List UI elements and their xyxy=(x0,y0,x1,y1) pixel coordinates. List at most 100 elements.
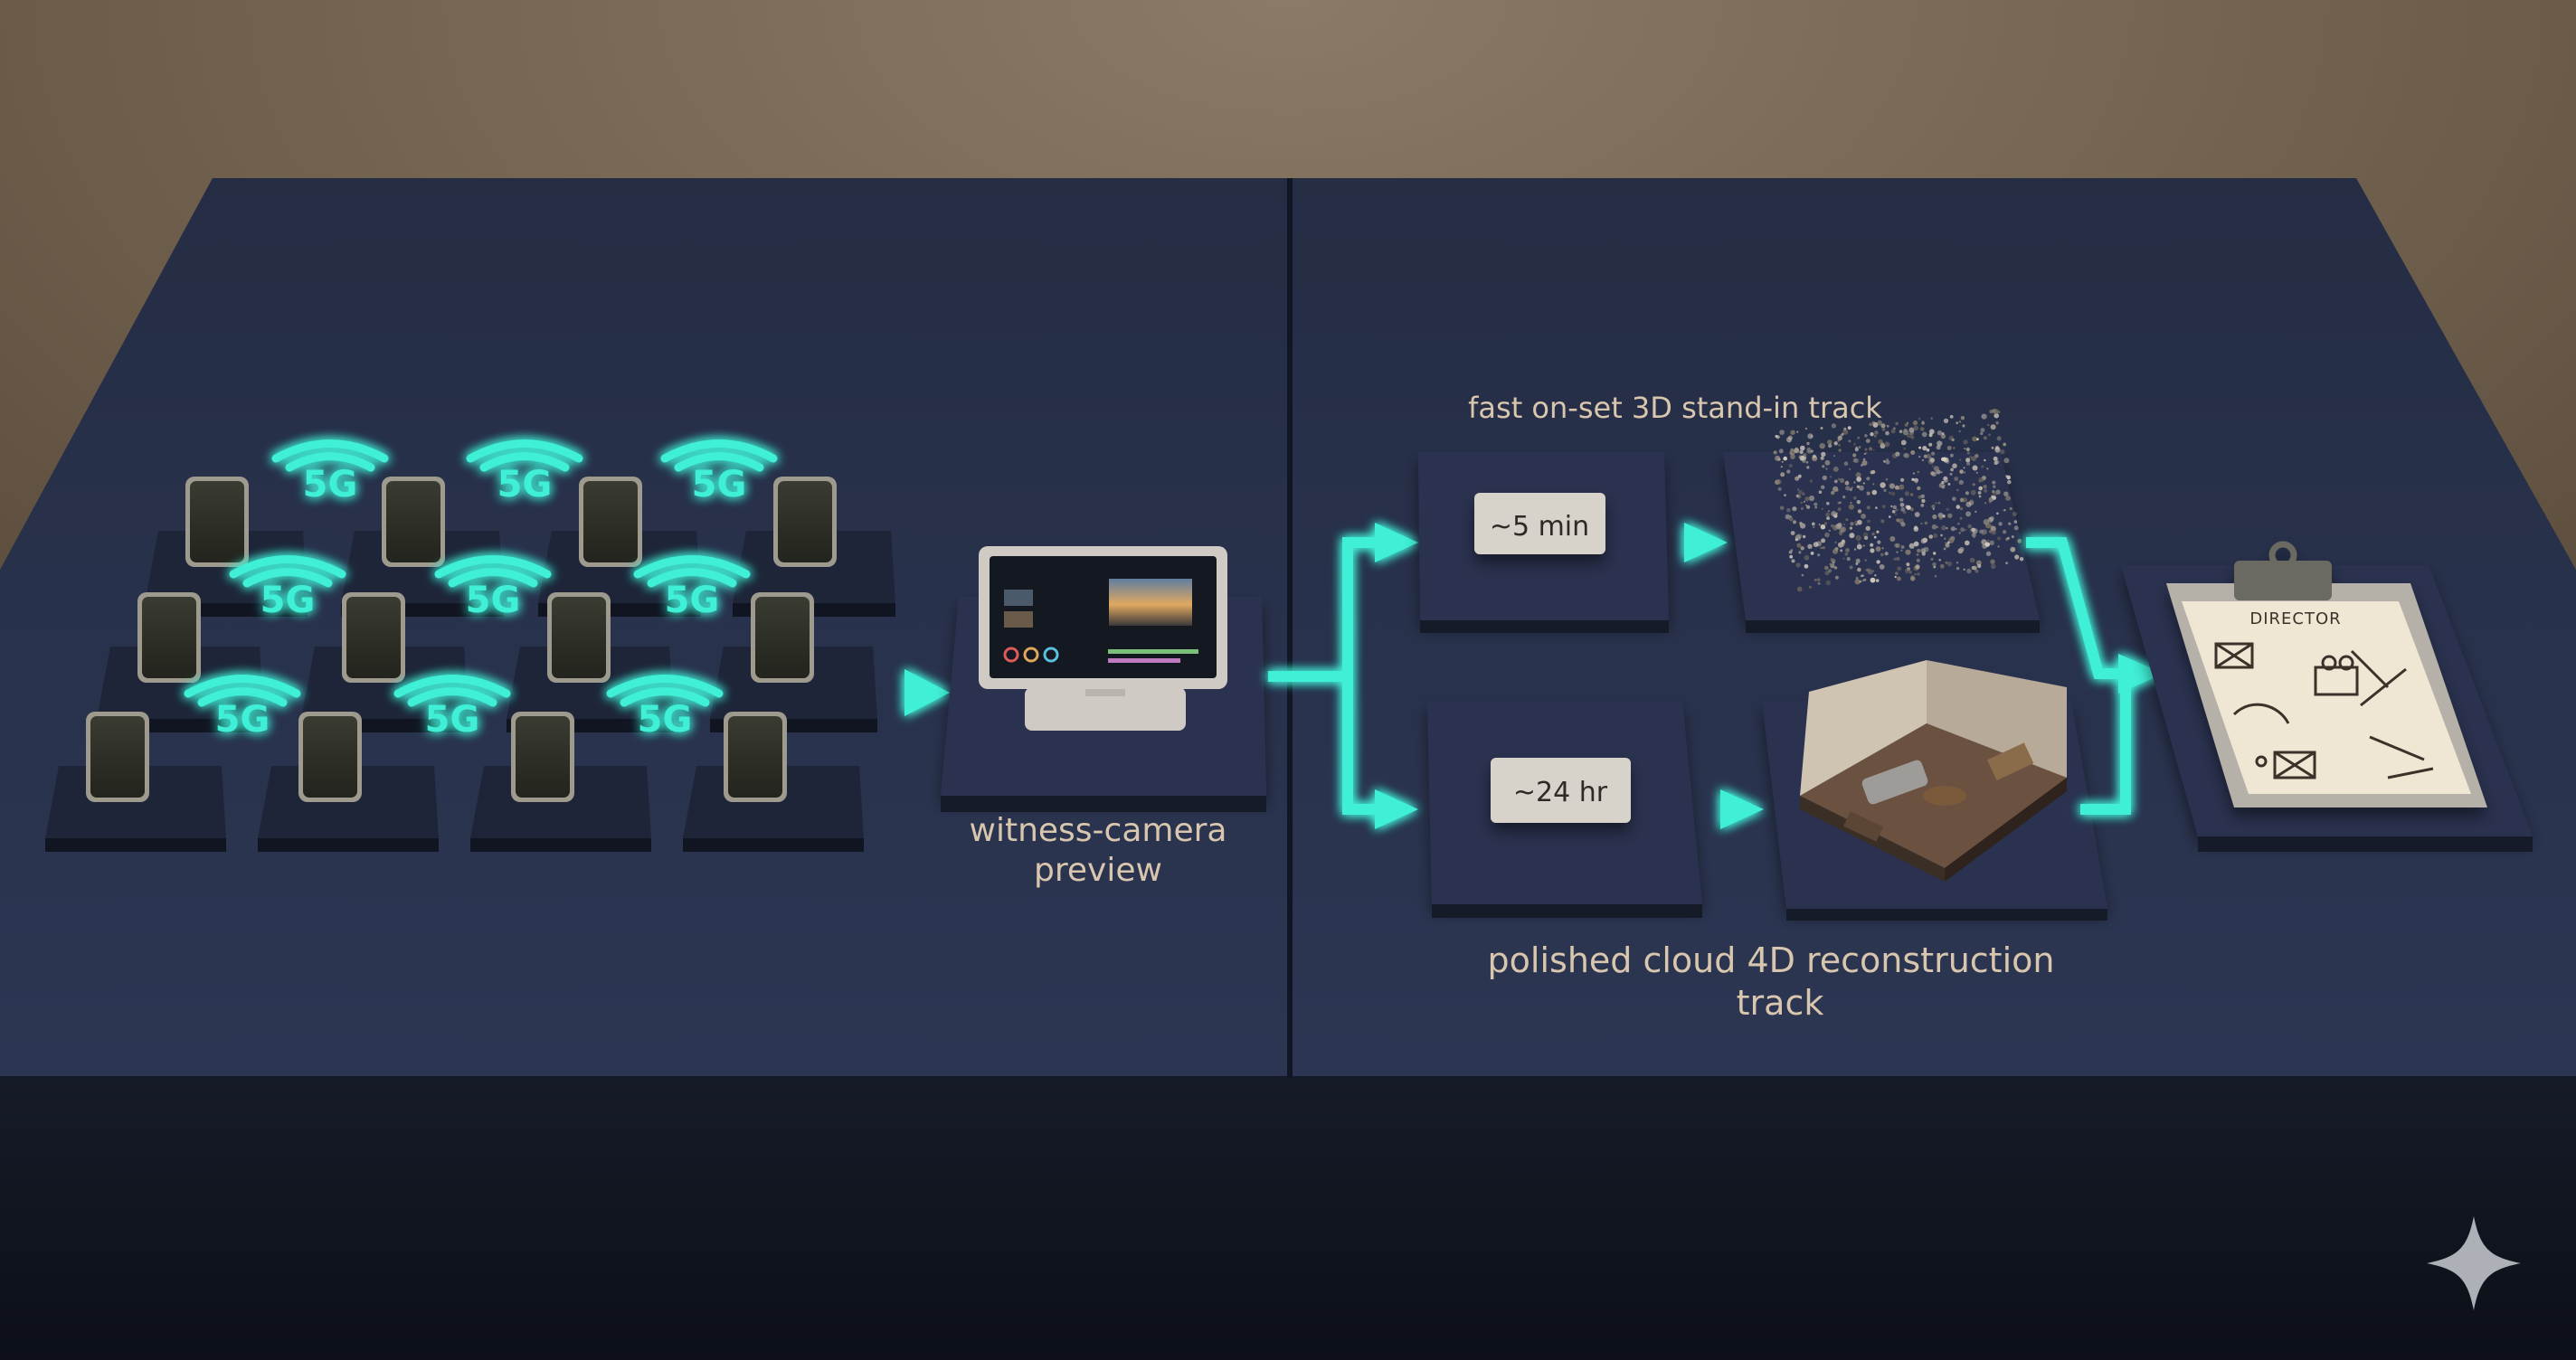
merge-upper xyxy=(2026,537,2126,679)
monitor-stand-base xyxy=(1025,687,1186,731)
point xyxy=(1851,486,1853,489)
point xyxy=(1834,575,1839,580)
point xyxy=(1959,516,1963,520)
point xyxy=(2008,522,2012,525)
point xyxy=(1831,490,1835,496)
point xyxy=(1798,550,1801,552)
point xyxy=(1866,491,1870,496)
point xyxy=(1789,554,1794,559)
signal-arc xyxy=(271,439,389,463)
point xyxy=(1788,550,1793,554)
point xyxy=(1923,546,1929,552)
phone-screen xyxy=(778,481,832,562)
point xyxy=(1918,455,1921,458)
point xyxy=(1821,507,1823,511)
point xyxy=(1854,448,1859,452)
cloud-time-badge-label: ~24 hr xyxy=(1513,777,1608,808)
point xyxy=(1950,468,1955,472)
point xyxy=(1863,452,1867,456)
point xyxy=(1910,450,1916,455)
point xyxy=(1831,511,1837,517)
point xyxy=(1991,563,1996,569)
5g-signal-icon: 5G xyxy=(393,675,511,741)
point xyxy=(1975,569,1979,573)
point xyxy=(1833,441,1838,446)
signal-arc xyxy=(660,439,778,463)
point xyxy=(1928,429,1935,435)
point xyxy=(1810,435,1814,438)
point xyxy=(1823,546,1826,550)
signal-arc xyxy=(285,452,375,472)
point xyxy=(1832,562,1835,564)
point xyxy=(1825,468,1828,470)
point xyxy=(1912,420,1918,426)
5g-label: 5G xyxy=(215,699,270,741)
point xyxy=(1944,479,1947,483)
point xyxy=(1863,578,1867,581)
point xyxy=(1796,543,1802,548)
room-reconstruction-model xyxy=(1800,660,2067,882)
5g-signal-icon: 5G xyxy=(633,555,751,621)
point xyxy=(1984,542,1990,547)
point xyxy=(1819,443,1825,449)
point xyxy=(1947,513,1953,518)
point xyxy=(1963,568,1965,571)
point xyxy=(1833,566,1838,570)
point xyxy=(1966,451,1970,455)
point xyxy=(1886,424,1889,428)
point xyxy=(1866,477,1870,481)
point xyxy=(1842,539,1845,543)
point xyxy=(1971,527,1975,533)
point xyxy=(1872,483,1875,486)
point xyxy=(1800,546,1804,551)
branch-connector xyxy=(1268,523,1418,829)
point xyxy=(1900,522,1906,527)
point xyxy=(1854,579,1861,585)
point xyxy=(1921,498,1926,504)
point xyxy=(1958,420,1962,423)
point xyxy=(1778,449,1784,454)
point xyxy=(1784,494,1786,496)
point xyxy=(1917,470,1920,474)
point xyxy=(1916,558,1920,562)
point xyxy=(1987,516,1994,523)
point xyxy=(1931,451,1936,456)
point xyxy=(1849,565,1853,570)
5g-signal-icon: 5G xyxy=(434,555,552,621)
point xyxy=(1971,533,1976,538)
point xyxy=(1982,532,1984,535)
phone-screen xyxy=(90,716,145,798)
point xyxy=(1809,479,1814,483)
point xyxy=(1993,409,1999,415)
point xyxy=(2007,537,2010,540)
signal-arc xyxy=(229,555,346,579)
point xyxy=(1962,424,1965,428)
point xyxy=(1976,438,1979,441)
smartphone-icon xyxy=(86,712,149,802)
point xyxy=(1963,467,1965,469)
point xyxy=(1962,497,1967,503)
point xyxy=(1790,430,1795,435)
point xyxy=(1933,552,1937,555)
point xyxy=(1786,469,1791,474)
point xyxy=(1956,488,1959,492)
point xyxy=(1861,464,1863,467)
point xyxy=(1853,481,1856,484)
point xyxy=(1937,440,1943,447)
point xyxy=(1972,465,1978,471)
point xyxy=(1786,508,1791,513)
sparkle-icon xyxy=(2427,1216,2521,1310)
point xyxy=(1862,458,1866,461)
5g-signal-icon: 5G xyxy=(660,439,778,505)
point xyxy=(1855,562,1859,565)
color-wheel xyxy=(1043,647,1059,663)
point xyxy=(1791,559,1795,563)
point xyxy=(1871,469,1876,475)
signal-arc xyxy=(620,687,710,707)
point xyxy=(1874,574,1877,577)
point xyxy=(1902,510,1907,515)
point xyxy=(1943,484,1946,486)
point xyxy=(1820,524,1826,530)
point xyxy=(1823,522,1828,525)
point xyxy=(1908,571,1912,574)
